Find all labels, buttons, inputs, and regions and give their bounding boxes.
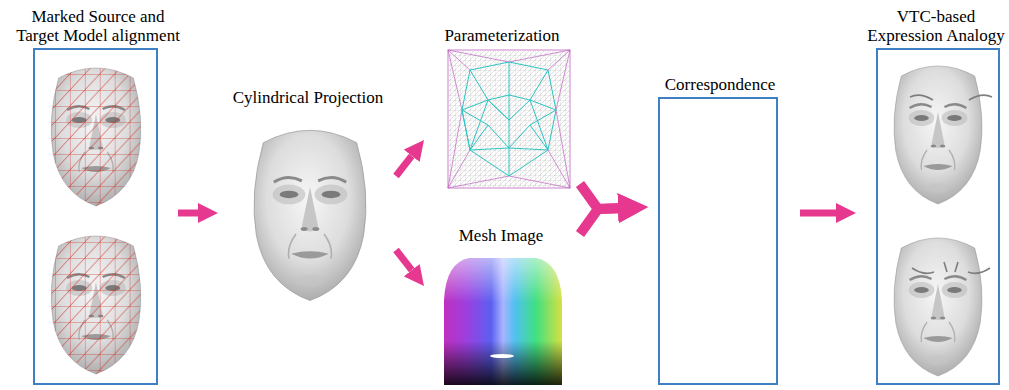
stage-panel: Correspondence — [658, 97, 778, 385]
figure-caption: Cylindrical Projection — [224, 88, 392, 108]
correspondence-face — [679, 112, 763, 238]
flow-arrow — [396, 250, 412, 270]
flow-arrow — [396, 156, 412, 176]
stage-panel: Marked Source and Target Model alignment — [33, 48, 158, 385]
correspondence-face — [682, 257, 758, 381]
stage-heading: Correspondence — [645, 75, 795, 95]
expression-face — [894, 66, 982, 204]
expression-face — [894, 238, 982, 376]
parameterization-mesh — [448, 50, 570, 188]
stage-panel: VTC-based Expression Analogy — [876, 48, 1000, 385]
expression-wrinkle — [910, 95, 992, 100]
target-face-mesh — [40, 226, 152, 376]
expression-wrinkle — [912, 262, 990, 273]
figure-caption: Parameterization — [428, 26, 576, 46]
stage-heading: Marked Source and Target Model alignment — [12, 7, 184, 46]
mesh-image — [444, 258, 562, 385]
figure-panel: Parameterization — [428, 26, 576, 190]
stage-heading: VTC-based Expression Analogy — [863, 7, 1009, 46]
figure-panel: Mesh Image — [428, 226, 574, 386]
source-face-mesh — [40, 58, 152, 208]
flow-arrow — [800, 210, 836, 217]
projected-face — [254, 130, 366, 300]
figure-caption: Mesh Image — [428, 226, 574, 246]
figure-panel: Cylindrical Projection — [224, 88, 392, 303]
flow-arrow — [580, 208, 618, 234]
flow-arrow — [178, 210, 198, 217]
